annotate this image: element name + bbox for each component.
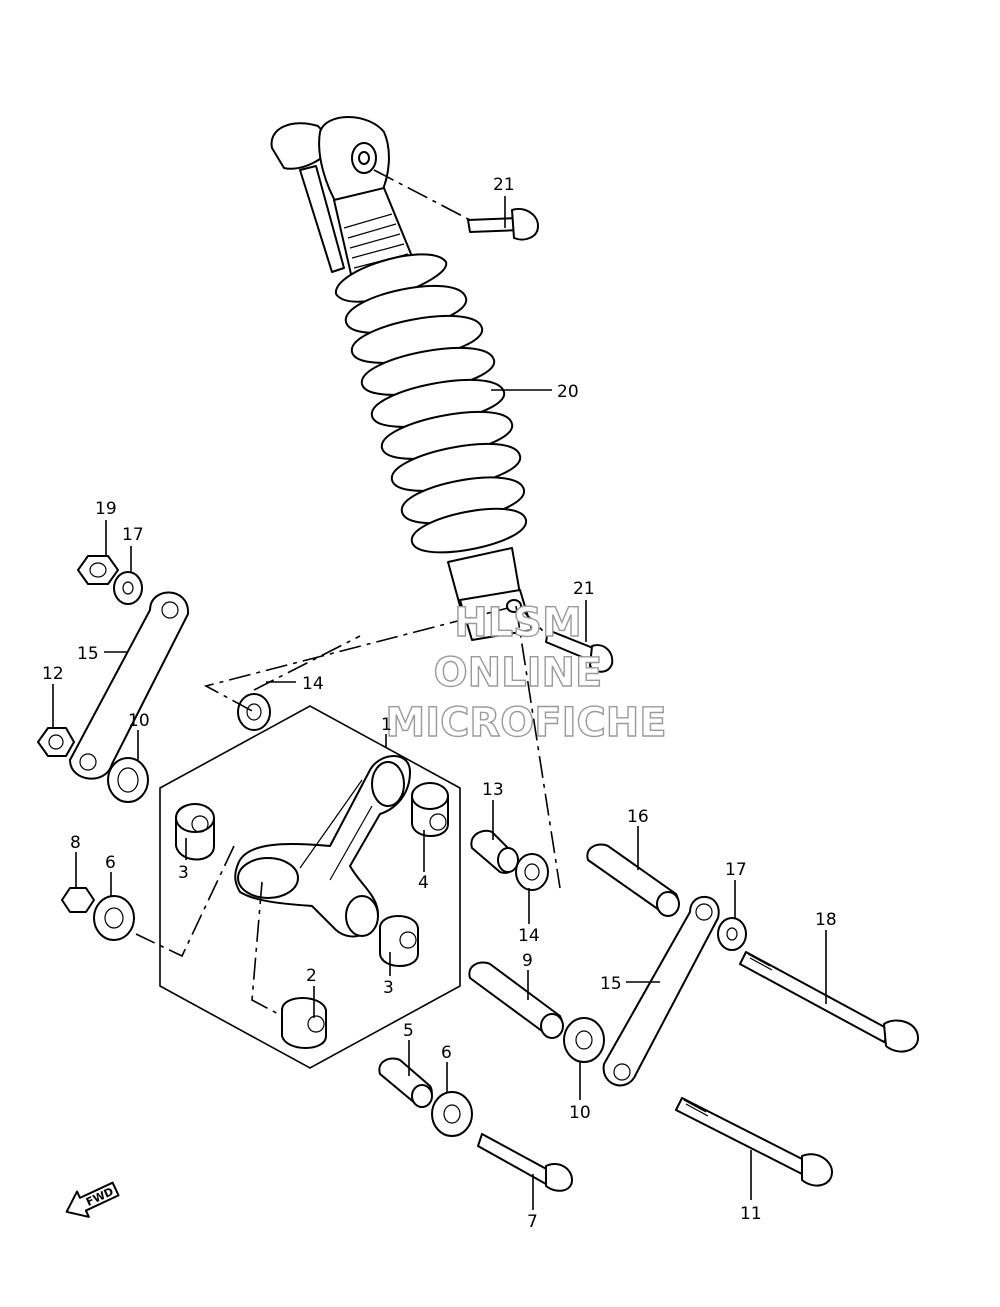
assembly-lines [135,169,561,1017]
left-side-hardware [37,555,271,941]
watermark: HLSM ONLINE MICROFICHE [385,599,668,746]
callout-15-left: 15 [77,644,99,664]
callout-21-upper: 21 [493,175,515,195]
callout-3-upper: 3 [178,863,189,883]
callout-labels: 21 20 21 19 17 15 12 10 14 1 8 6 3 4 3 2… [42,175,837,1232]
callout-5: 5 [403,1021,414,1041]
callout-21-lower: 21 [573,579,595,599]
callout-7: 7 [527,1212,538,1232]
bolt-21-lower [545,629,614,673]
callout-18: 18 [815,910,837,930]
callout-8: 8 [70,833,81,853]
right-side-hardware [378,829,919,1192]
callout-17-left: 17 [122,525,144,545]
callout-14-left: 14 [302,674,324,694]
callout-9: 9 [522,951,533,971]
cushion-lever [234,755,411,938]
bolt-21-upper [467,208,539,241]
callout-19: 19 [95,499,117,519]
callout-20: 20 [557,382,579,402]
callout-14-right: 14 [518,926,540,946]
callout-2: 2 [306,966,317,986]
watermark-line2: ONLINE [434,650,603,696]
callout-3-lower: 3 [383,978,394,998]
leader-lines [52,196,827,1210]
callout-10-right: 10 [569,1103,591,1123]
callout-15-right: 15 [600,974,622,994]
cushion-lever-frame [159,705,461,1069]
watermark-line1: HLSM [454,600,582,646]
callout-16: 16 [627,807,649,827]
callout-11: 11 [740,1204,762,1224]
callout-6-lower: 6 [441,1043,452,1063]
callout-6-left: 6 [105,853,116,873]
callout-4: 4 [418,873,429,893]
shock-absorber [270,116,533,641]
callout-10-left: 10 [128,711,150,731]
callout-13: 13 [482,780,504,800]
bearings-2-3-4 [175,782,449,1049]
watermark-line3: MICROFICHE [385,700,666,746]
callout-12: 12 [42,664,64,684]
callout-1: 1 [381,715,392,735]
callout-17-right: 17 [725,860,747,880]
fwd-arrow: FWD [65,1181,120,1218]
